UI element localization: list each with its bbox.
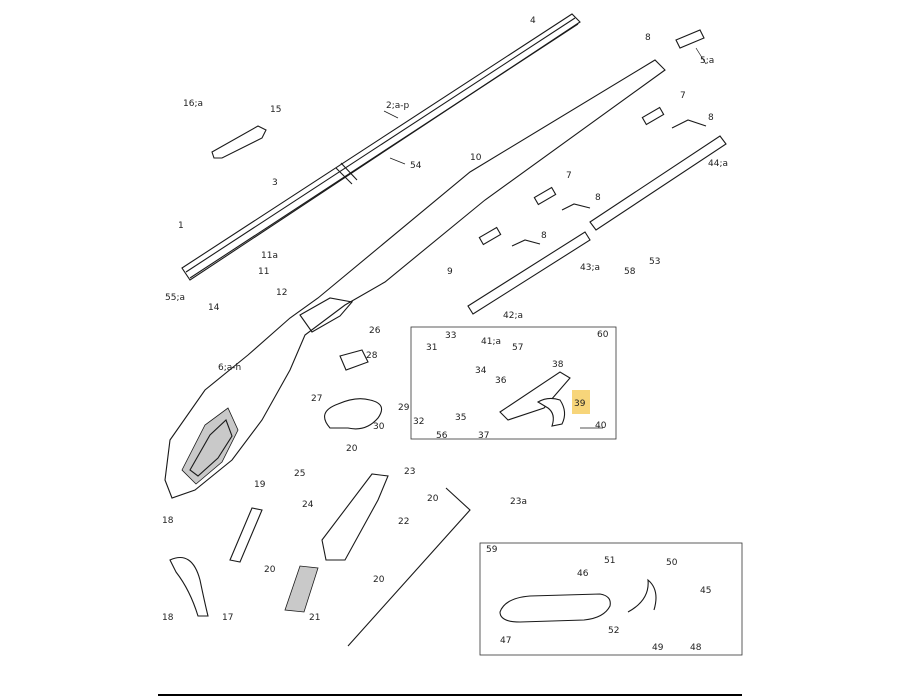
label-30: 30	[373, 422, 385, 432]
ramrod	[467, 135, 727, 315]
label-20c: 20	[264, 565, 276, 575]
label-16a: 16;a	[183, 99, 203, 109]
label-19: 19	[254, 480, 266, 490]
barrel	[181, 13, 581, 281]
label-26: 26	[369, 326, 381, 336]
group-bracket-23a	[347, 487, 471, 647]
label-27: 27	[311, 394, 322, 404]
label-41a: 41;a	[481, 337, 501, 347]
label-50: 50	[666, 558, 678, 568]
label-4: 4	[530, 16, 536, 26]
label-33: 33	[445, 331, 456, 341]
label-20a: 20	[346, 444, 358, 454]
label-8c: 8	[595, 193, 601, 203]
label-40: 40	[595, 421, 607, 431]
part-labels: 1 2;a-p 3 4 5;a 6;a-h 7 7 8 8 8 8 9 10 1…	[162, 16, 728, 653]
label-57: 57	[512, 343, 523, 353]
label-8d: 8	[541, 231, 547, 241]
label-28: 28	[366, 351, 378, 361]
label-21: 21	[309, 613, 320, 623]
label-20b: 20	[427, 494, 439, 504]
label-5a: 5;a	[700, 56, 714, 66]
hammer-39	[536, 397, 566, 427]
label-8a: 8	[645, 33, 651, 43]
label-48: 48	[690, 643, 702, 653]
lock-group-box	[410, 326, 617, 440]
label-39: 39	[574, 399, 586, 409]
label-47: 47	[500, 636, 511, 646]
label-44a: 44;a	[708, 159, 728, 169]
highlight-39	[572, 390, 590, 414]
label-34: 34	[475, 366, 487, 376]
label-55a: 55;a	[165, 293, 185, 303]
label-7b: 7	[566, 171, 572, 181]
label-42a: 42;a	[503, 311, 523, 321]
label-52: 52	[608, 626, 619, 636]
label-3: 3	[272, 178, 278, 188]
label-45: 45	[700, 586, 711, 596]
label-6: 6;a-h	[218, 363, 241, 373]
front-sight	[675, 29, 705, 49]
label-60: 60	[597, 330, 609, 340]
label-32: 32	[413, 417, 424, 427]
label-54: 54	[410, 161, 422, 171]
label-59: 59	[486, 545, 498, 555]
label-56: 56	[436, 431, 448, 441]
label-12: 12	[276, 288, 287, 298]
label-11: 11	[258, 267, 269, 277]
sideplate-21	[284, 565, 319, 613]
label-17: 17	[222, 613, 233, 623]
label-58: 58	[624, 267, 636, 277]
label-14: 14	[208, 303, 220, 313]
label-2: 2;a-p	[386, 101, 410, 111]
label-10: 10	[470, 153, 482, 163]
trigger-guard-30	[324, 349, 383, 430]
hammer-52	[627, 578, 657, 613]
label-11a: 11a	[261, 251, 278, 261]
label-23: 23	[404, 467, 415, 477]
label-9: 9	[447, 267, 453, 277]
label-22: 22	[398, 517, 409, 527]
leader-lines	[383, 47, 707, 429]
lockplate-38	[499, 371, 571, 421]
springs-8	[511, 119, 707, 247]
label-8b: 8	[708, 113, 714, 123]
patchbox-19	[229, 507, 263, 563]
label-53: 53	[649, 257, 660, 267]
stock	[164, 59, 666, 499]
label-29: 29	[398, 403, 410, 413]
label-35: 35	[455, 413, 466, 423]
label-18a: 18	[162, 516, 174, 526]
label-20d: 20	[373, 575, 385, 585]
label-18b: 18	[162, 613, 174, 623]
lock-detail-box	[479, 542, 743, 656]
lockplate-47	[499, 593, 611, 623]
label-15: 15	[270, 105, 281, 115]
label-43a: 43;a	[580, 263, 600, 273]
forend-cap-15	[211, 125, 267, 159]
label-31: 31	[426, 343, 437, 353]
label-49: 49	[652, 643, 664, 653]
label-1: 1	[178, 221, 184, 231]
label-24: 24	[302, 500, 314, 510]
label-23a: 23a	[510, 497, 527, 507]
label-37: 37	[478, 431, 489, 441]
label-7a: 7	[680, 91, 686, 101]
label-25: 25	[294, 469, 305, 479]
label-46: 46	[577, 569, 589, 579]
label-38: 38	[552, 360, 564, 370]
butt-plate	[169, 556, 209, 617]
label-51: 51	[604, 556, 615, 566]
label-36: 36	[495, 376, 507, 386]
trigger-plate	[321, 473, 389, 561]
barrel-keys	[478, 106, 665, 246]
